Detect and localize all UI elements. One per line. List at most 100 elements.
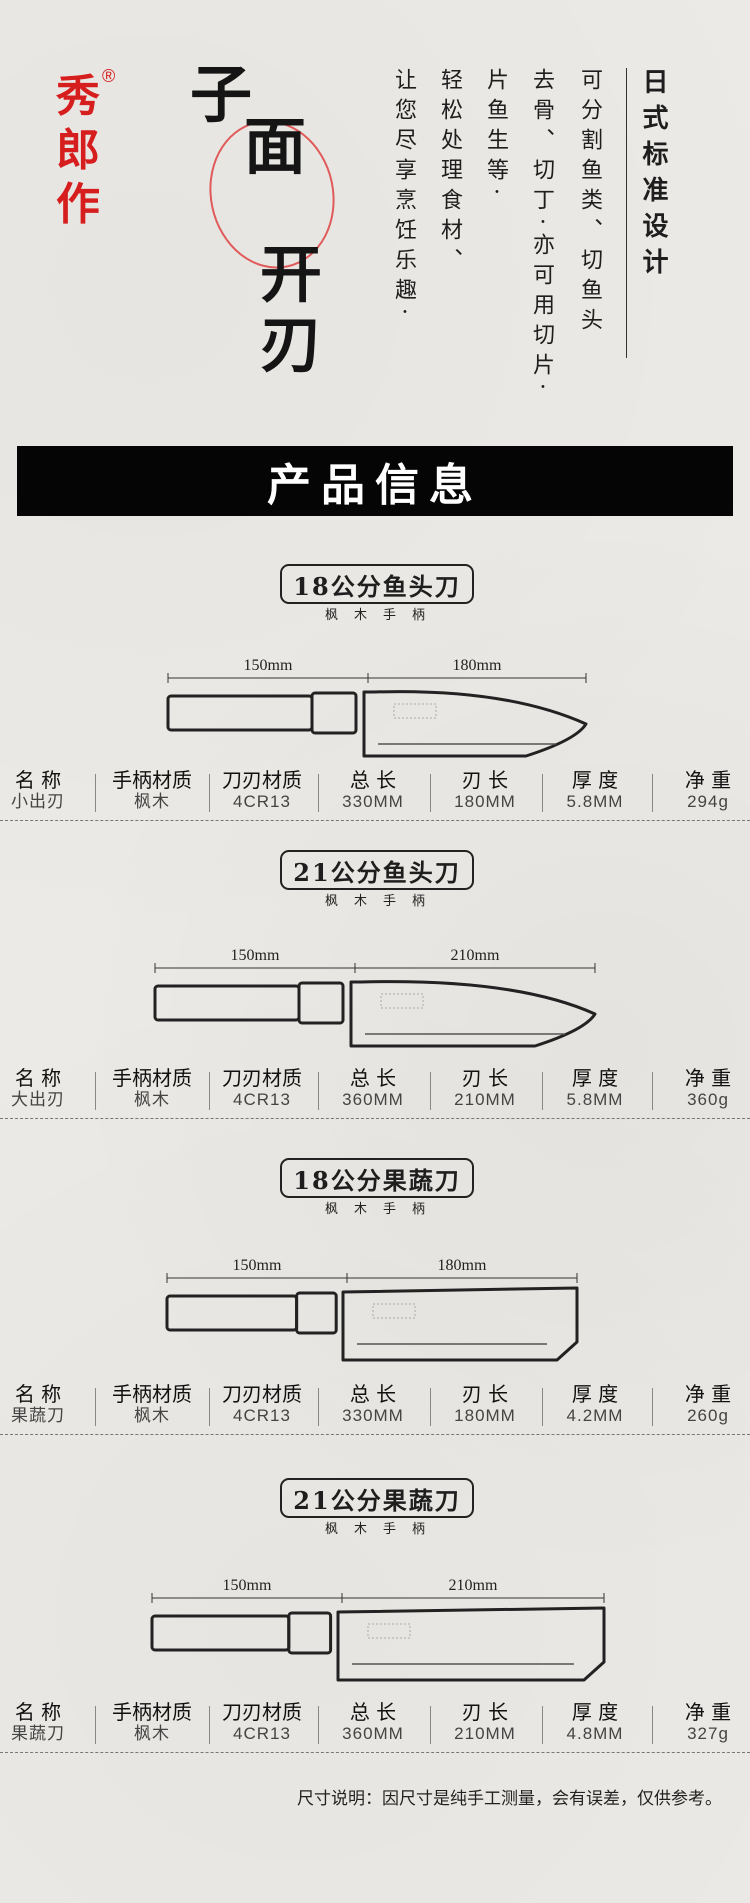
spec-header: 厚 度 <box>571 1066 619 1090</box>
product-subtitle: 枫木手柄 <box>324 608 441 623</box>
handle-length-label: 150mm <box>231 947 280 964</box>
handle-length-label: 150mm <box>233 1257 282 1274</box>
brand-char-2: 郎 <box>56 125 100 176</box>
spec-separator <box>318 774 319 812</box>
intro-line-3: 片鱼生等· <box>483 68 508 203</box>
section-divider <box>0 1434 750 1435</box>
calligraphy-line-3: 开刃 <box>260 238 323 381</box>
product-subtitle: 枫木手柄 <box>324 1202 441 1217</box>
spec-header: 净 重 <box>684 1382 732 1406</box>
spec-separator <box>652 1706 653 1744</box>
spec-column: 名 称小出刃 <box>0 768 93 818</box>
spec-separator <box>430 1072 431 1110</box>
spec-value: 4.8MM <box>566 1724 624 1743</box>
spec-value: 4CR13 <box>233 1090 291 1109</box>
spec-column: 名 称果蔬刀 <box>0 1382 93 1432</box>
blade-length-label: 180mm <box>453 657 502 674</box>
spec-value: 210MM <box>454 1090 516 1109</box>
blade-outline <box>336 1606 606 1682</box>
intro-title: 日式标准设计 <box>638 68 668 284</box>
spec-separator <box>430 1388 431 1426</box>
section-banner: 产品信息 <box>17 446 733 516</box>
spec-separator <box>318 1072 319 1110</box>
spec-value: 果蔬刀 <box>11 1724 65 1743</box>
spec-separator <box>209 1388 210 1426</box>
intro-divider <box>626 68 627 358</box>
blade-length-label: 180mm <box>438 1257 487 1274</box>
blade-length-label: 210mm <box>449 1577 498 1594</box>
blade-outline <box>341 1286 579 1362</box>
spec-separator <box>542 1388 543 1426</box>
spec-header: 手柄材质 <box>112 1700 192 1724</box>
handle-body <box>166 694 314 732</box>
spec-value: 327g <box>687 1724 729 1743</box>
intro-line-2: 去骨、切丁·亦可用切片· <box>529 68 554 398</box>
section-divider <box>0 820 750 821</box>
product-title: 21公分果蔬刀 <box>280 1478 474 1518</box>
spec-header: 刀刃材质 <box>222 1066 302 1090</box>
spec-column: 名 称果蔬刀 <box>0 1700 93 1750</box>
spec-separator <box>95 774 96 812</box>
spec-header: 名 称 <box>14 1382 62 1406</box>
product-title: 18公分果蔬刀 <box>280 1158 474 1198</box>
handle-body <box>150 1614 291 1652</box>
spec-separator <box>430 1706 431 1744</box>
spec-header: 刀刃材质 <box>222 768 302 792</box>
intro-line-4: 轻松处理食材、 <box>437 68 462 278</box>
section-divider <box>0 1118 750 1119</box>
spec-header: 名 称 <box>14 768 62 792</box>
spec-header: 净 重 <box>684 768 732 792</box>
calligraphy-line-2: 面 <box>244 110 307 183</box>
spec-value: 5.8MM <box>566 792 624 811</box>
spec-value: 小出刃 <box>11 792 65 811</box>
spec-value: 360MM <box>342 1724 404 1743</box>
calligraphy-line-1: 子 <box>190 58 253 131</box>
spec-separator <box>542 1706 543 1744</box>
spec-value: 330MM <box>342 792 404 811</box>
spec-header: 净 重 <box>684 1066 732 1090</box>
spec-column: 手柄材质枫木 <box>97 1066 207 1116</box>
product-title: 21公分鱼头刀 <box>280 850 474 890</box>
spec-separator <box>318 1706 319 1744</box>
spec-header: 厚 度 <box>571 768 619 792</box>
knife-diagram: 150mm 180mm <box>165 1257 579 1362</box>
spec-separator <box>542 774 543 812</box>
handle-ferrule <box>297 981 345 1025</box>
spec-value: 4CR13 <box>233 1724 291 1743</box>
blade-outline <box>349 980 597 1048</box>
measurement-note: 尺寸说明：因尺寸是纯手工测量，会有误差，仅供参考。 <box>297 1789 722 1809</box>
spec-header: 总 长 <box>349 768 397 792</box>
spec-header: 刃 长 <box>461 1700 509 1724</box>
blade-stamp-mark <box>380 993 424 1009</box>
spec-header: 总 长 <box>349 1066 397 1090</box>
spec-column: 手柄材质枫木 <box>97 1700 207 1750</box>
handle-body <box>153 984 301 1022</box>
handle-ferrule <box>287 1611 333 1655</box>
spec-header: 刃 长 <box>461 1382 509 1406</box>
spec-value: 4.2MM <box>566 1406 624 1425</box>
spec-header: 刀刃材质 <box>222 1382 302 1406</box>
spec-header: 手柄材质 <box>112 1066 192 1090</box>
blade-stamp-mark <box>372 1303 416 1319</box>
spec-value: 360g <box>687 1090 729 1109</box>
spec-value: 360MM <box>342 1090 404 1109</box>
spec-header: 总 长 <box>349 1700 397 1724</box>
spec-value: 果蔬刀 <box>11 1406 65 1425</box>
spec-column: 名 称大出刃 <box>0 1066 93 1116</box>
blade-outline <box>362 690 588 758</box>
spec-header: 名 称 <box>14 1066 62 1090</box>
spec-value: 枫木 <box>134 792 170 811</box>
product-subtitle: 枫木手柄 <box>324 894 441 909</box>
